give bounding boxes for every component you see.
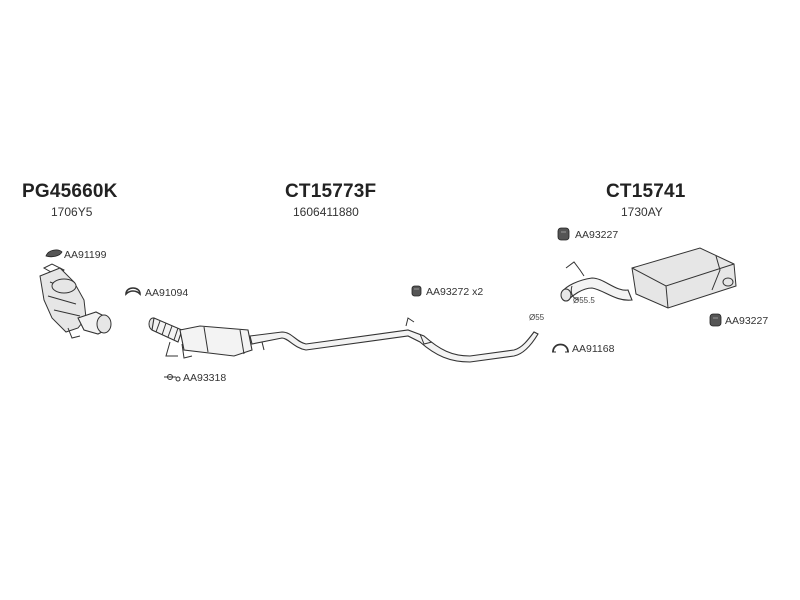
group-sub-middle: 1606411880 <box>293 205 359 219</box>
rear-silencer <box>560 247 737 309</box>
part-label-clamp-right: AA91168 <box>572 343 615 355</box>
gasket-part <box>125 287 141 296</box>
group-sub-catalyst: 1706Y5 <box>51 205 93 219</box>
clamp-top-part <box>45 249 63 258</box>
dimension-label-rear: Ø55.5 <box>573 296 595 305</box>
dimension-label-mid: Ø55 <box>529 313 545 322</box>
group-code-rear: CT15741 <box>606 181 686 202</box>
part-label-bolt-set: AA93318 <box>183 372 227 384</box>
part-label-rubber-right: AA93227 <box>725 315 769 327</box>
group-sub-rear: 1730AY <box>621 205 663 219</box>
clamp-right-part <box>552 343 569 353</box>
catalytic-converter <box>39 263 112 339</box>
middle-pipe-assembly <box>148 317 539 363</box>
rubber-right-part <box>709 313 722 327</box>
part-label-clamp-top: AA91199 <box>64 249 107 261</box>
part-label-rubber-mount: AA93272 x2 <box>426 286 484 298</box>
part-label-rubber-top: AA93227 <box>575 229 619 241</box>
group-code-middle: CT15773F <box>285 181 377 202</box>
group-code-catalyst: PG45660K <box>22 181 118 202</box>
part-label-gasket: AA91094 <box>145 287 189 299</box>
rubber-mount-part <box>411 285 422 297</box>
bolt-set-part <box>164 374 181 382</box>
rubber-top-part <box>557 227 570 241</box>
